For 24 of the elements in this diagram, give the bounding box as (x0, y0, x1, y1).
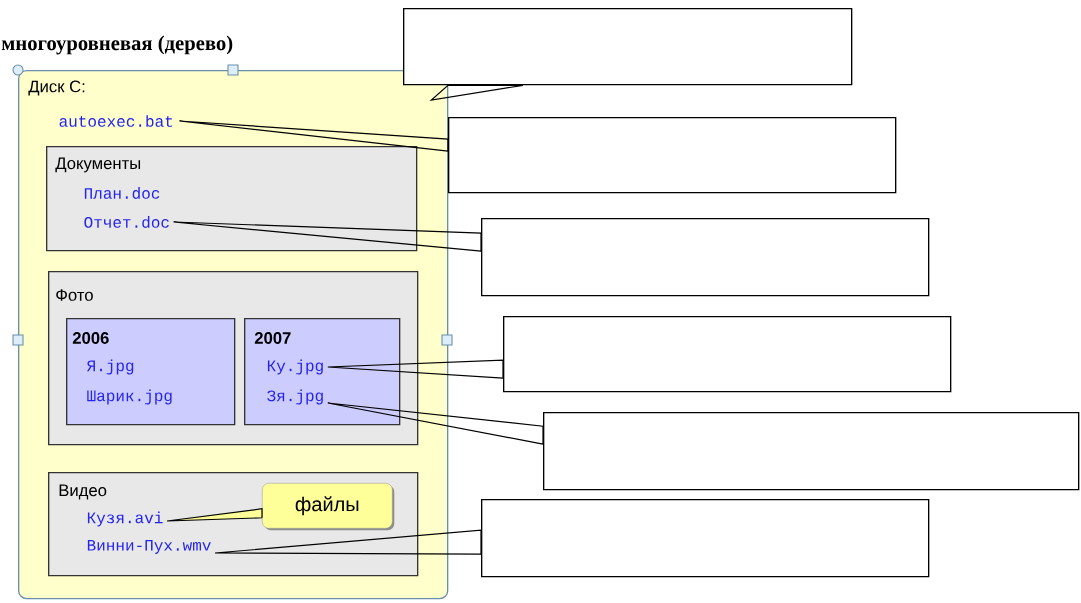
callout-box (543, 412, 1080, 491)
leader-line (214, 529, 482, 555)
file-name: autoexec.bat (59, 115, 173, 127)
callout-bubble: файлы (262, 483, 395, 531)
file-name: Отчет.doc (84, 216, 169, 228)
file-name: Зя.jpg (267, 389, 323, 405)
callout-box (481, 218, 930, 297)
callout-box (403, 8, 853, 86)
file-name: Шарик.jpg (87, 389, 172, 405)
file-name: План.doc (84, 187, 160, 199)
leader-line (166, 508, 263, 522)
leader-line (327, 402, 544, 445)
leader-line (173, 221, 482, 252)
callout-box (481, 499, 930, 578)
leader-line (327, 359, 504, 379)
file-name: Ку.jpg (267, 359, 323, 375)
file-name: Винни-Пух.wmv (87, 540, 211, 554)
leader-line (429, 84, 524, 101)
file-name: Кузя.avi (87, 511, 163, 527)
heading: многоуровневая (дерево) (1, 35, 233, 55)
leader-line (178, 120, 449, 152)
callout-box (448, 117, 897, 194)
file-name: Я.jpg (87, 359, 134, 375)
callout-box (503, 316, 952, 393)
